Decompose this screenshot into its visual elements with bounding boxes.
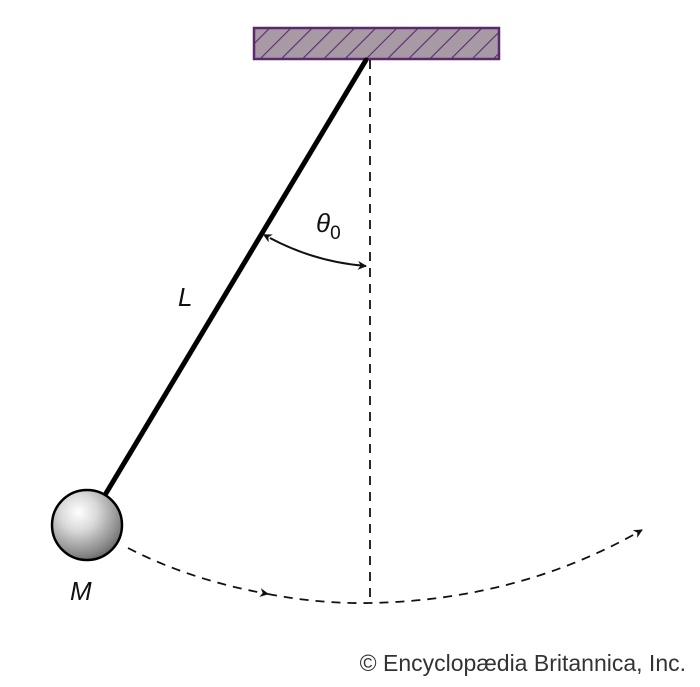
- pendulum-rod: [99, 57, 369, 503]
- length-label: L: [178, 282, 192, 312]
- swing-path-right: [267, 529, 643, 604]
- copyright-credit: © Encyclopædia Britannica, Inc.: [359, 650, 686, 676]
- mass-label: M: [70, 576, 92, 606]
- ceiling-support: [252, 26, 501, 61]
- angle-symbol: θ: [316, 208, 330, 238]
- angle-subscript: 0: [330, 223, 341, 244]
- angle-label: θ0: [316, 208, 341, 244]
- pendulum-bob: [50, 488, 124, 562]
- swing-path-left: [127, 547, 269, 597]
- angle-arc: [262, 234, 367, 270]
